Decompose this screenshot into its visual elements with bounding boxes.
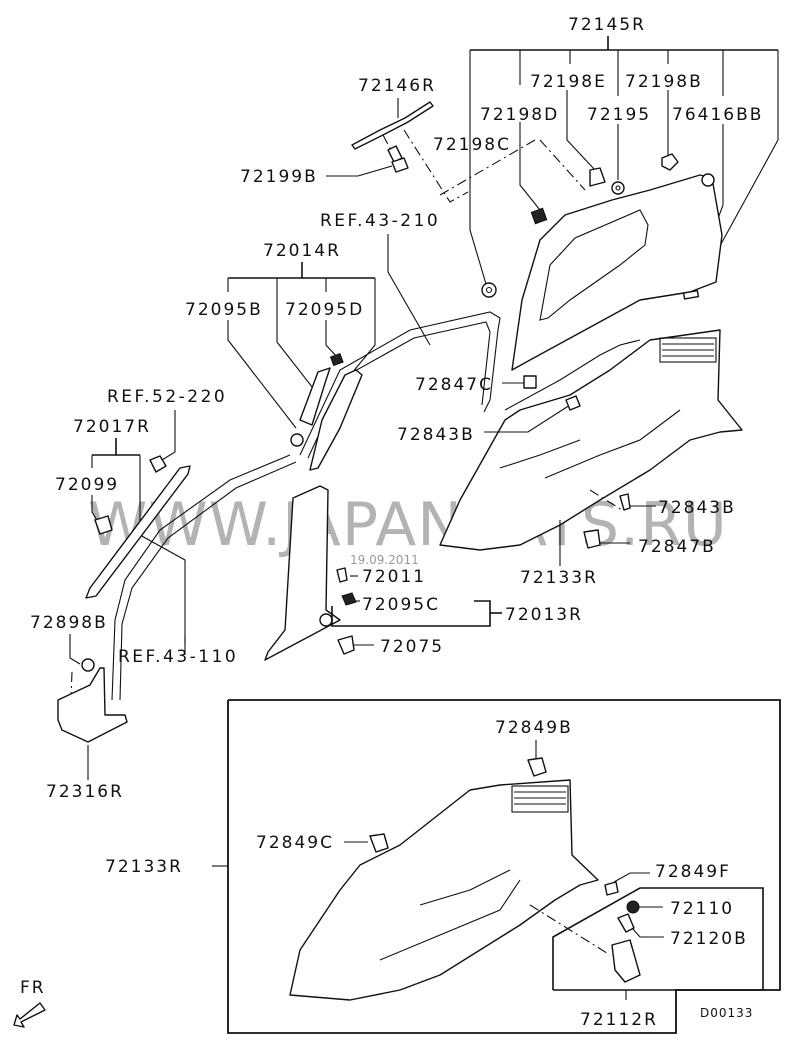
label-72014R[interactable]: 72014R: [263, 241, 341, 261]
group-72145R: 72145R 72198E 72198B 72198D 72195 76416B…: [433, 15, 779, 296]
speaker-grille-icon: [659, 337, 717, 363]
inset-frame: 72133R 72849B 72849C 72849F 72110 72120B…: [105, 699, 781, 1034]
clip-72847C-icon: [523, 375, 537, 389]
grommet-72195-icon: [611, 181, 625, 195]
direction-label: FR: [20, 978, 46, 998]
front-direction-indicator: FR: [13, 978, 46, 1028]
nut-72110-icon: [626, 900, 640, 914]
clip-72849C-icon: [369, 833, 389, 853]
front-arrow-icon: [13, 1002, 46, 1028]
cowl-trim-72316R-icon: [57, 667, 128, 743]
leader-72145R-panel: [714, 50, 779, 256]
screw-72011-icon: [336, 567, 348, 583]
inset-quarter-trim-icon: [289, 779, 599, 1001]
label-72013R[interactable]: 72013R: [505, 605, 583, 625]
clip-72198E-icon: [589, 167, 606, 187]
b-pillar-lower-72013R: 72011 72095C 72013R 72075: [264, 485, 583, 661]
lower-quarter-trim-72133R: [439, 329, 743, 551]
leader-72198D: [519, 122, 541, 211]
sub-inset-frame: [552, 887, 764, 991]
clip-72847B-icon: [583, 529, 601, 549]
label-72146R[interactable]: 72146R: [358, 76, 436, 96]
screw-72120B-icon: [617, 913, 635, 933]
label-72145R[interactable]: 72145R: [568, 15, 646, 35]
watermark: WWW.JAPANCATS.RU: [88, 490, 728, 560]
label-72017R[interactable]: 72017R: [73, 417, 151, 437]
label-ref-43-210[interactable]: REF.43-210: [320, 211, 440, 231]
label-ref-43-110[interactable]: REF.43-110: [118, 647, 238, 667]
label-72849B[interactable]: 72849B: [495, 718, 573, 738]
clip-72095B-icon: [290, 433, 304, 447]
group-72316R: 72898B 72316R REF.43-110: [30, 613, 238, 802]
group-72146R: 72146R 72199B: [240, 76, 469, 203]
label-72898B[interactable]: 72898B: [30, 613, 108, 633]
pillar-trim-72014R-icon: [299, 367, 331, 426]
clip-72898B-icon: [81, 658, 95, 672]
label-72112R[interactable]: 72112R: [580, 1010, 658, 1030]
weatherstrip-upper-icon: [299, 311, 501, 456]
label-72195[interactable]: 72195: [587, 105, 651, 125]
label-72198C[interactable]: 72198C: [433, 135, 511, 155]
label-72847C[interactable]: 72847C: [415, 375, 493, 395]
label-72198D[interactable]: 72198D: [480, 105, 559, 125]
screw-72843B-a-icon: [565, 395, 581, 411]
clip-ref-52-220-icon: [149, 455, 167, 473]
clip-72095D-icon: [329, 352, 344, 367]
clip-72849B-icon: [527, 757, 547, 777]
label-ref-52-220[interactable]: REF.52-220: [107, 387, 227, 407]
label-72849F[interactable]: 72849F: [655, 862, 731, 882]
label-72849C[interactable]: 72849C: [256, 833, 334, 853]
strip-72146R-icon: [351, 101, 434, 150]
label-72198B[interactable]: 72198B: [625, 72, 703, 92]
a-pillar-trim-72017R-icon: [85, 465, 191, 599]
pad-76416BB-icon: [682, 289, 700, 300]
clip-72099-icon: [94, 515, 113, 535]
label-72120B[interactable]: 72120B: [670, 929, 748, 949]
leader-72198C-clip: [469, 50, 487, 285]
label-72133R-b[interactable]: 72133R: [105, 857, 183, 877]
group-72017R: REF.52-220 72017R 72099: [55, 387, 297, 701]
clip-72849F-icon: [604, 881, 619, 896]
label-72095C[interactable]: 72095C: [362, 595, 440, 615]
diagram-code: D00133: [700, 1006, 753, 1020]
label-72847B[interactable]: 72847B: [638, 537, 716, 557]
label-72110[interactable]: 72110: [670, 899, 734, 919]
label-72199B[interactable]: 72199B: [240, 167, 318, 187]
label-72075[interactable]: 72075: [380, 637, 444, 657]
label-72198E[interactable]: 72198E: [530, 72, 607, 92]
clip-72198D-icon: [530, 207, 548, 225]
clip-72075-icon: [337, 635, 355, 655]
quarter-trim-panel-icon: [439, 329, 743, 551]
upper-quarter-trim-72145R: [439, 139, 723, 371]
ref-43-210: REF.43-210: [299, 211, 501, 459]
label-72095D[interactable]: 72095D: [285, 300, 364, 320]
label-72843B-a[interactable]: 72843B: [397, 425, 475, 445]
label-72133R-a[interactable]: 72133R: [520, 568, 598, 588]
cover-72112R-icon: [611, 939, 641, 983]
fastener-72198B-icon: [661, 153, 679, 171]
label-72011[interactable]: 72011: [362, 567, 426, 587]
weatherstrip-front-icon: [111, 454, 291, 701]
date-stamp: 19.09.2011: [350, 553, 419, 567]
label-72843B-b[interactable]: 72843B: [658, 498, 736, 518]
group-72014R: 72014R 72095B 72095D: [185, 241, 376, 471]
label-72099[interactable]: 72099: [55, 475, 119, 495]
label-76416BB[interactable]: 76416BB: [672, 105, 763, 125]
grommet-72198C-icon: [481, 282, 497, 298]
inset-speaker-grille-icon: [511, 785, 569, 813]
label-72095B[interactable]: 72095B: [185, 300, 263, 320]
clip-72095C-icon: [341, 592, 357, 606]
leader-72198E: [566, 90, 596, 171]
label-72316R[interactable]: 72316R: [46, 782, 124, 802]
screw-72843B-b-icon: [619, 493, 631, 511]
group-72133R-upper-labels: 72847C 72843B 72843B 72847B 72133R: [397, 375, 736, 588]
cap-icon: [701, 173, 715, 187]
